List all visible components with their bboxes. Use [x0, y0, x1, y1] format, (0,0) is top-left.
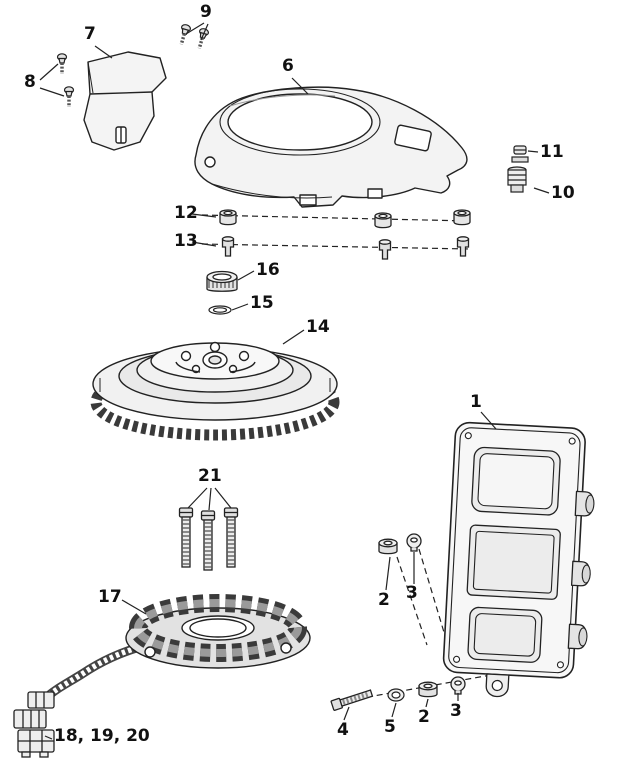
- seal-ring: [208, 305, 232, 315]
- grommet-icon: [219, 209, 237, 226]
- bolt-icon: [221, 236, 235, 257]
- harness-cable: [37, 639, 152, 709]
- callout-6: 6: [282, 56, 294, 76]
- small-cover: [83, 51, 167, 151]
- callout-5: 5: [384, 717, 396, 737]
- small-connector: [507, 166, 527, 193]
- callout-17: 17: [98, 587, 122, 607]
- grommet-icon: [453, 209, 471, 226]
- bolt-icon: [456, 236, 470, 257]
- bolt-icon: [378, 239, 392, 260]
- callout-3-lower: 3: [450, 701, 462, 721]
- small-cap: [511, 145, 529, 163]
- mount-washer: [387, 688, 405, 702]
- callout-3-upper: 3: [406, 583, 418, 603]
- grommet-row: [219, 209, 471, 229]
- callout-11: 11: [540, 142, 564, 162]
- grommet-lower: [450, 676, 466, 695]
- callout-9: 9: [200, 2, 212, 22]
- screw-icon: [62, 85, 76, 109]
- callout-2-upper: 2: [378, 590, 390, 610]
- screws-top: [175, 21, 211, 52]
- callout-16: 16: [256, 260, 280, 280]
- center-cap: [206, 270, 238, 292]
- bolt-row: [221, 236, 470, 260]
- callout-18-19-20: 18, 19, 20: [54, 726, 150, 746]
- stator: [125, 594, 311, 669]
- flywheel-cover: [194, 86, 468, 208]
- callout-14: 14: [306, 317, 330, 337]
- screw-icon: [55, 52, 69, 76]
- screws-left: [55, 52, 76, 109]
- flywheel: [90, 341, 340, 441]
- callout-12: 12: [174, 203, 198, 223]
- callout-15: 15: [250, 293, 274, 313]
- callout-7: 7: [84, 24, 96, 44]
- bolt-icon: [202, 511, 215, 570]
- spacer-lower: [418, 681, 438, 698]
- harness-connectors: [13, 691, 55, 758]
- callout-21: 21: [198, 466, 222, 486]
- callout-4: 4: [337, 720, 349, 740]
- mount-bolt: [330, 689, 374, 711]
- leader-lines: [39, 22, 550, 740]
- grommet-icon: [374, 212, 392, 229]
- callout-1: 1: [470, 392, 482, 412]
- callout-13: 13: [174, 231, 198, 251]
- bolt-icon: [225, 508, 238, 567]
- spacer-upper: [378, 538, 398, 555]
- bolt-icon: [180, 508, 193, 567]
- engine-control-module: [442, 421, 595, 698]
- callout-10: 10: [551, 183, 575, 203]
- stator-bolts: [180, 508, 238, 570]
- callout-2-lower: 2: [418, 707, 430, 727]
- screw-icon: [175, 21, 193, 48]
- callout-8: 8: [24, 72, 36, 92]
- grommet-upper: [406, 533, 422, 552]
